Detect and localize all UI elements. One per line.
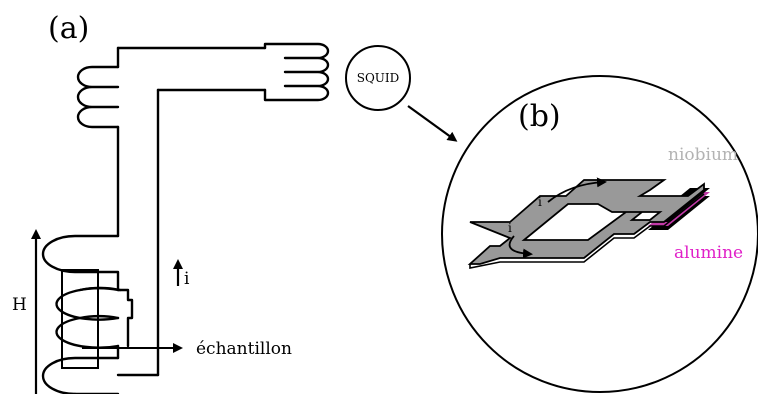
current-label: i: [184, 269, 190, 289]
loop-current-arrow-bottom: [508, 235, 533, 259]
field-h-label: H: [12, 295, 27, 315]
magnified-view: [441, 75, 758, 393]
niobium-label: niobium: [668, 145, 738, 165]
input-coil: [76, 46, 120, 238]
squid-circle: SQUID: [345, 45, 411, 111]
magnify-arrow: [407, 105, 458, 142]
flux-transformer-wire: [116, 42, 330, 377]
squid-label: SQUID: [357, 71, 400, 85]
alumina-label: alumine: [674, 243, 743, 263]
sample-holder: [61, 269, 99, 369]
sample-label: échantillon: [196, 339, 292, 359]
niobium-loop: [467, 179, 705, 269]
loop-current-arrow-top: [547, 177, 607, 203]
pickup-coils: [41, 234, 160, 394]
panel-a-label: (a): [48, 11, 89, 46]
loop-current-label-bottom: i: [508, 221, 512, 235]
panel-b-label: (b): [518, 99, 561, 134]
loop-current-label-top: i: [538, 195, 542, 209]
